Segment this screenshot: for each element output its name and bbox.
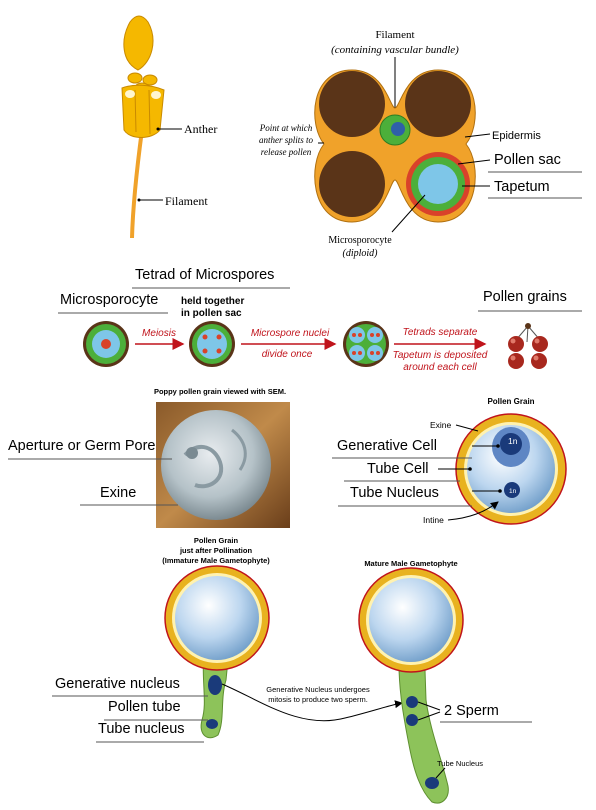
split-note-3: release pollen	[261, 147, 312, 157]
locule-bottom-left	[319, 151, 385, 217]
mature-tube-nucleus-label: Tube Nucleus	[437, 759, 483, 768]
immature-gametophyte	[164, 565, 270, 739]
sem-exine-label: Exine	[100, 485, 136, 501]
filament-label: Filament	[165, 194, 208, 208]
divide-once-label: divide once	[262, 349, 313, 360]
mitosis-note-1: Generative Nucleus undergoes	[266, 685, 370, 694]
microsporocyte-cell	[83, 321, 129, 367]
tetrad-label: Tetrad of Microspores	[135, 267, 274, 283]
pollen-grain-diagram	[455, 413, 567, 525]
epidermis-label: Epidermis	[492, 130, 541, 142]
aperture-label: Aperture or Germ Pore	[8, 438, 155, 454]
pollen-grain-cluster	[508, 323, 548, 369]
meiosis-label: Meiosis	[142, 328, 176, 339]
immature-title-2: just after Pollination	[179, 546, 253, 555]
tapetum-label: Tapetum	[494, 179, 550, 195]
immature-title-1: Pollen Grain	[194, 536, 239, 545]
immature-tube-nucleus-label: Tube nucleus	[98, 721, 185, 737]
microspore-nuclei-label: Microspore nuclei	[251, 328, 330, 339]
tapetum-deposited-2: around each cell	[403, 362, 477, 373]
cs-filament-title: Filament	[375, 29, 414, 41]
two-sperm-label: 2 Sperm	[444, 703, 499, 719]
locule-top-left	[319, 71, 385, 137]
held-together-1: held together	[181, 296, 244, 307]
pg-intine-label: Intine	[423, 515, 444, 525]
anther-cross-section	[314, 69, 476, 223]
anther-illustration	[121, 15, 165, 239]
pollen-sac-label: Pollen sac	[494, 152, 561, 168]
split-note-2: anther splits to	[259, 135, 314, 145]
tube-nucleus-label: Tube Nucleus	[350, 485, 439, 501]
diploid-label: (diploid)	[343, 248, 379, 259]
cs-filament-subtitle: (containing vascular bundle)	[331, 44, 459, 56]
split-note-1: Point at which	[259, 123, 313, 133]
tetrads-separate-label: Tetrads separate	[403, 327, 478, 338]
cs-microsporocyte-label: Microsporocyte	[328, 235, 392, 246]
generative-nucleus-label: Generative nucleus	[55, 676, 180, 692]
tube-nucleus-ploidy: 1n	[509, 488, 517, 495]
tube-cell-label: Tube Cell	[367, 461, 429, 477]
held-together-2: in pollen sac	[181, 308, 242, 319]
mature-title: Mature Male Gametophyte	[364, 559, 457, 568]
pg-exine-label: Exine	[430, 420, 452, 430]
tapetum-deposited-1: Tapetum is deposited	[393, 350, 488, 361]
pollen-grain-title: Pollen Grain	[487, 397, 534, 406]
tetrad-divided-cell	[343, 321, 389, 367]
locule-top-right	[405, 71, 471, 137]
immature-title-3: (Immature Male Gametophyte)	[162, 556, 270, 565]
tetrad-cell	[189, 321, 235, 367]
pollen-tube-label: Pollen tube	[108, 699, 181, 715]
mature-gametophyte	[358, 567, 464, 804]
pollen-grains-label: Pollen grains	[483, 289, 567, 305]
anther-label: Anther	[184, 122, 217, 136]
generative-ploidy: 1n	[508, 436, 518, 446]
generative-cell-label: Generative Cell	[337, 438, 437, 454]
mitosis-note-2: mitosis to produce two sperm.	[268, 695, 368, 704]
dev-microsporocyte-label: Microsporocyte	[60, 292, 158, 308]
sem-caption: Poppy pollen grain viewed with SEM.	[154, 387, 286, 396]
sem-photo	[156, 402, 290, 528]
